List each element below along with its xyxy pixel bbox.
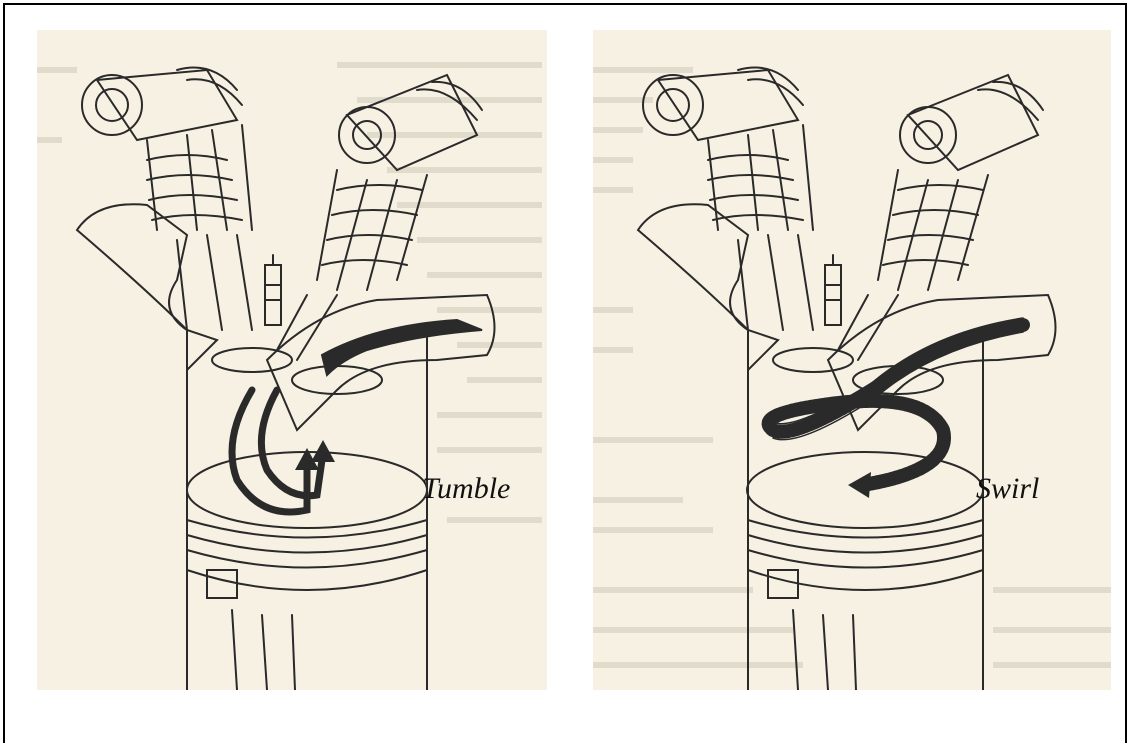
cylinder-wall (748, 330, 983, 690)
tumble-engine-illustration (37, 30, 547, 690)
swirl-panel (593, 30, 1111, 690)
piston (747, 452, 983, 598)
intake-valve-springs (82, 68, 252, 331)
spark-plug (825, 255, 841, 325)
exhaust-valve-springs (277, 75, 482, 360)
exhaust-valve-springs (838, 75, 1043, 360)
bleed-through-text (593, 70, 1111, 665)
spark-plug (265, 255, 281, 325)
intake-valve-springs (643, 68, 813, 331)
exhaust-port (828, 295, 1056, 430)
swirl-arrowhead (848, 472, 871, 498)
connecting-rod (232, 610, 295, 690)
swirl-engine-illustration (593, 30, 1111, 690)
exhaust-port (267, 295, 495, 430)
connecting-rod (793, 610, 856, 690)
intake-valve-head (212, 348, 292, 372)
swirl-label: Swirl (976, 472, 1039, 506)
tumble-panel (37, 30, 547, 690)
tumble-arrowheads (295, 440, 335, 470)
tumble-label: Tumble (422, 472, 510, 506)
intake-valve-head (773, 348, 853, 372)
